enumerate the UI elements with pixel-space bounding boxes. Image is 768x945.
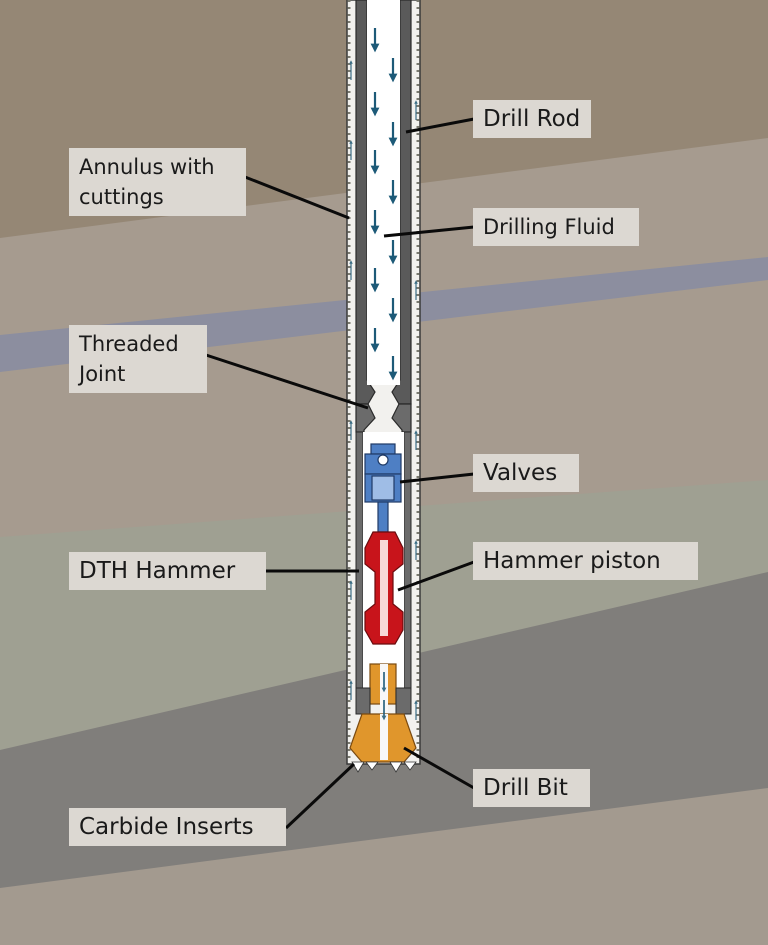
annulus-label: Annulus with cuttings (69, 148, 246, 216)
carbide-insert-marks (351, 761, 417, 773)
leader-drill-rod (405, 117, 475, 134)
leader-annulus (244, 175, 350, 220)
drill-rod (355, 0, 412, 405)
hammer-piston-label: Hammer piston (473, 542, 698, 580)
leader-lines (205, 117, 475, 830)
chuck-left (355, 687, 371, 715)
leader-valves (399, 472, 475, 484)
drilling-fluid-label: Drilling Fluid (473, 208, 639, 246)
valves-label: Valves (473, 454, 579, 492)
carbide-inserts-label: Carbide Inserts (69, 808, 286, 846)
drill-bit-assembly (349, 663, 417, 773)
bit-shank-center (380, 664, 388, 734)
valve-assembly (364, 443, 402, 533)
leader-threaded-joint (205, 353, 369, 410)
annulus-flow-arrows (349, 60, 418, 720)
drill-rod-label: Drill Rod (473, 100, 591, 138)
hammer-piston (364, 531, 404, 645)
leader-drill-bit (403, 746, 475, 790)
threaded-joint-label: Threaded Joint (69, 325, 207, 393)
chuck-right (395, 687, 412, 715)
dth-hammer-label: DTH Hammer (69, 552, 266, 590)
leader-hammer-piston (397, 560, 475, 592)
leader-drilling-fluid (383, 225, 475, 238)
hammer-casing-left (355, 431, 364, 705)
leader-carbide-inserts (284, 762, 356, 830)
drill-bit-label: Drill Bit (473, 769, 590, 807)
drilling-fluid-arrows (370, 28, 398, 381)
bit-flush-channel (380, 714, 388, 760)
drill-rod-bore (367, 0, 400, 385)
hammer-casing-right (403, 431, 412, 705)
annulus-cuttings (347, 0, 420, 762)
